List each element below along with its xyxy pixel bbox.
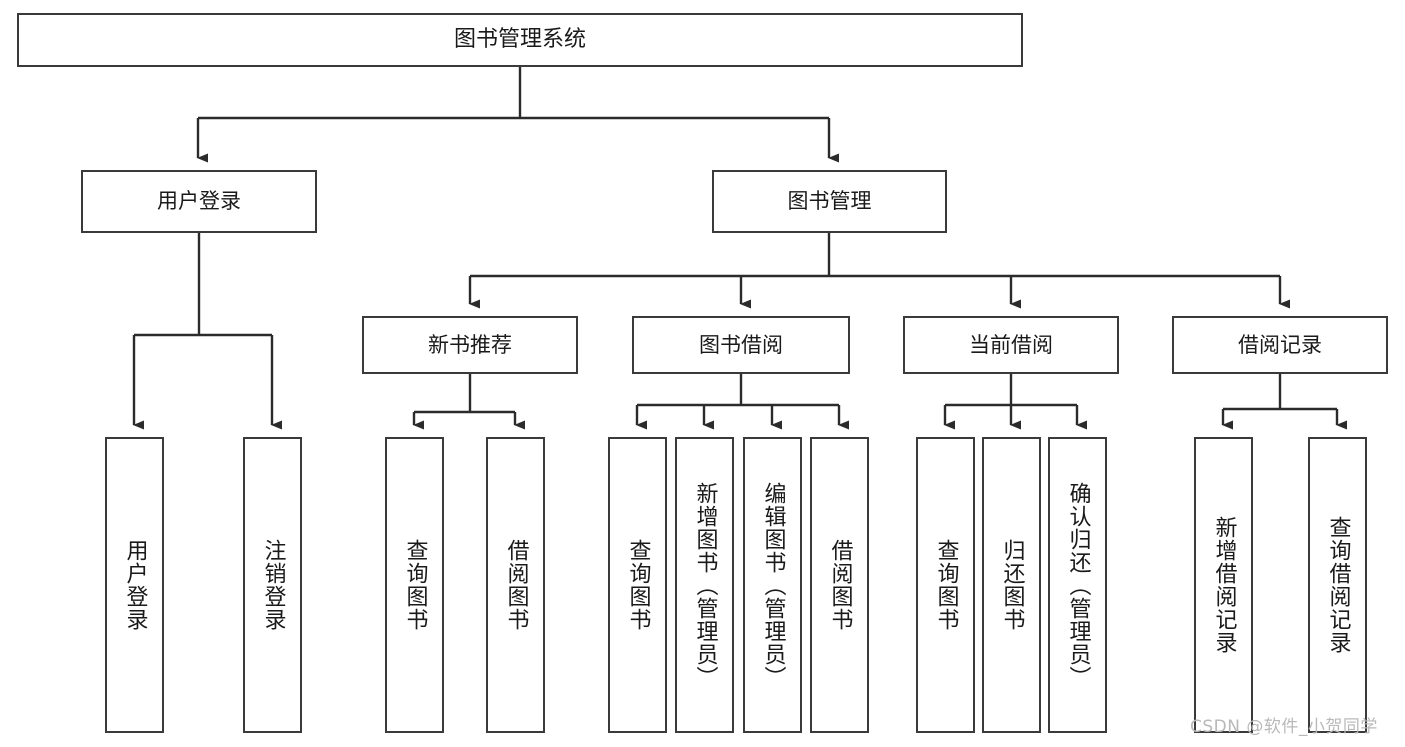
node-leaf-return-book[interactable]: 归还图书 bbox=[982, 437, 1041, 733]
node-book-borrow-label: 图书借阅 bbox=[699, 332, 783, 357]
node-leaf-query-book-1[interactable]: 查询图书 bbox=[385, 437, 444, 733]
node-leaf-query-book-2-label: 查询图书 bbox=[625, 539, 651, 631]
node-borrow-record[interactable]: 借阅记录 bbox=[1172, 316, 1388, 374]
node-leaf-query-record-label: 查询借阅记录 bbox=[1325, 516, 1351, 654]
node-root-label: 图书管理系统 bbox=[453, 27, 586, 53]
node-leaf-edit-book-label: 编辑图书（管理员） bbox=[760, 481, 786, 689]
node-root[interactable]: 图书管理系统 bbox=[17, 13, 1023, 67]
node-leaf-borrow-book-2-label: 借阅图书 bbox=[827, 539, 853, 631]
node-leaf-confirm-return-label: 确认归还（管理员） bbox=[1065, 481, 1091, 689]
node-user-login[interactable]: 用户登录 bbox=[81, 170, 317, 233]
node-leaf-borrow-book-1-label: 借阅图书 bbox=[503, 539, 529, 631]
node-leaf-logout-label: 注销登录 bbox=[260, 539, 286, 631]
node-leaf-query-book-3-label: 查询图书 bbox=[933, 539, 959, 631]
node-current-borrow-label: 当前借阅 bbox=[969, 332, 1053, 357]
node-current-borrow[interactable]: 当前借阅 bbox=[903, 316, 1119, 374]
node-leaf-query-book-2[interactable]: 查询图书 bbox=[608, 437, 667, 733]
csdn-watermark: CSDN @软件_小贺同学 bbox=[1190, 717, 1378, 737]
node-leaf-user-login-label: 用户登录 bbox=[122, 539, 148, 631]
node-book-borrow[interactable]: 图书借阅 bbox=[632, 316, 850, 374]
node-leaf-add-book[interactable]: 新增图书（管理员） bbox=[675, 437, 734, 733]
node-new-book-recommend-label: 新书推荐 bbox=[428, 332, 512, 357]
node-leaf-query-book-1-label: 查询图书 bbox=[402, 539, 428, 631]
node-leaf-add-record-label: 新增借阅记录 bbox=[1211, 516, 1237, 654]
node-leaf-return-book-label: 归还图书 bbox=[999, 539, 1025, 631]
node-leaf-query-record[interactable]: 查询借阅记录 bbox=[1308, 437, 1367, 733]
node-leaf-add-record[interactable]: 新增借阅记录 bbox=[1194, 437, 1253, 733]
node-leaf-query-book-3[interactable]: 查询图书 bbox=[916, 437, 975, 733]
node-leaf-logout[interactable]: 注销登录 bbox=[243, 437, 302, 733]
node-leaf-borrow-book-1[interactable]: 借阅图书 bbox=[486, 437, 545, 733]
node-leaf-edit-book[interactable]: 编辑图书（管理员） bbox=[743, 437, 802, 733]
node-new-book-recommend[interactable]: 新书推荐 bbox=[362, 316, 578, 374]
node-book-manage-label: 图书管理 bbox=[787, 189, 872, 214]
node-borrow-record-label: 借阅记录 bbox=[1238, 332, 1322, 357]
node-leaf-add-book-label: 新增图书（管理员） bbox=[692, 481, 718, 689]
node-leaf-borrow-book-2[interactable]: 借阅图书 bbox=[810, 437, 869, 733]
node-book-manage[interactable]: 图书管理 bbox=[712, 170, 947, 233]
node-leaf-confirm-return[interactable]: 确认归还（管理员） bbox=[1048, 437, 1107, 733]
node-user-login-label: 用户登录 bbox=[157, 189, 241, 214]
node-leaf-user-login[interactable]: 用户登录 bbox=[105, 437, 164, 733]
